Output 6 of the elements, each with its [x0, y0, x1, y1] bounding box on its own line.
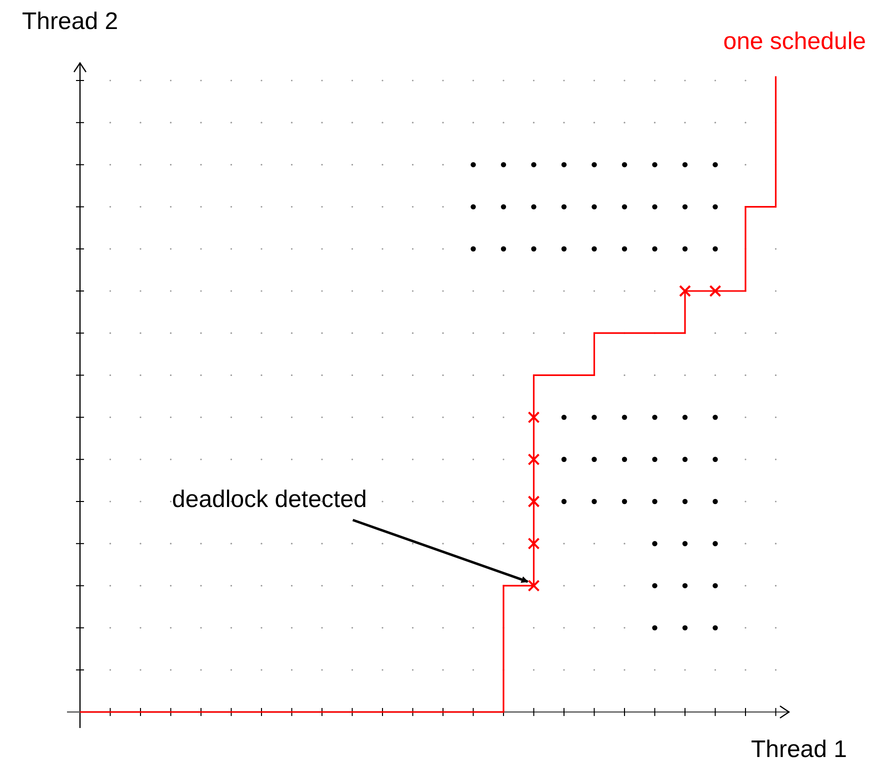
- cross-mark: [528, 580, 540, 592]
- annotation-text: deadlock detected: [172, 486, 367, 520]
- axis-label: Thread 2: [22, 8, 118, 37]
- schedule-label: one schedule: [723, 28, 866, 57]
- leader-line: [352, 518, 528, 583]
- axis-label: Thread 1: [750, 736, 847, 765]
